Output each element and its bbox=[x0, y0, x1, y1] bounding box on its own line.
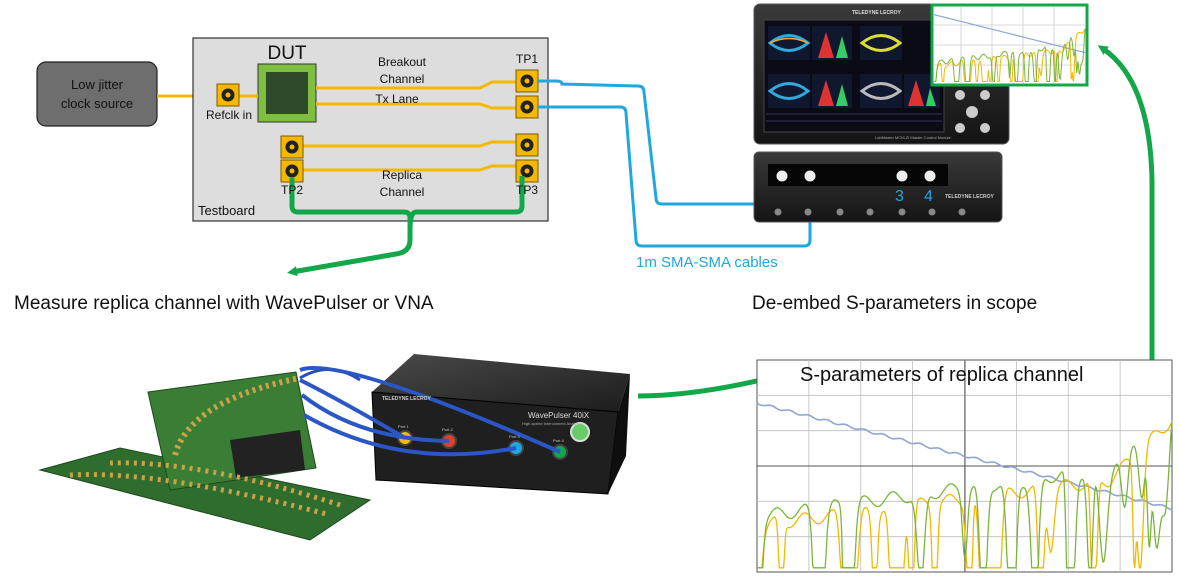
measure-arrow bbox=[287, 226, 413, 277]
tp2-label: TP2 bbox=[280, 183, 304, 197]
module-channel-1 bbox=[776, 170, 788, 182]
dut-label: DUT bbox=[267, 43, 307, 64]
wp-power-button bbox=[570, 422, 590, 442]
deembed-caption: De-embed S-parameters in scope bbox=[752, 293, 1038, 314]
cable-tp1 bbox=[538, 79, 784, 206]
refclk-connector bbox=[216, 83, 240, 107]
wavepulser-instrument bbox=[299, 354, 630, 495]
tp1-connector bbox=[515, 69, 539, 93]
wp-subtitle: High-speed Interconnect Analyzer bbox=[522, 421, 583, 426]
replica-right-top-connector bbox=[515, 133, 539, 157]
wp-port-4-label: Port 4 bbox=[553, 438, 564, 443]
testboard-label: Testboard bbox=[198, 203, 256, 218]
scope-ch4-label: 4 bbox=[924, 188, 933, 205]
module-channel-2 bbox=[804, 170, 816, 182]
replica-bracket bbox=[289, 176, 525, 231]
breakout-channel-label: Breakout Channel bbox=[378, 54, 426, 88]
module-channel-3 bbox=[896, 170, 908, 182]
clock-source-box bbox=[36, 61, 158, 127]
wp-brand: TELEDYNE LECROY bbox=[382, 396, 431, 402]
clock-label-line1: Low jitter bbox=[70, 77, 124, 92]
sparam-plot-title: S-parameters of replica channel bbox=[800, 364, 1084, 386]
breakout-line1: Breakout bbox=[377, 55, 427, 69]
clock-label-line2: clock source bbox=[60, 96, 134, 111]
replica-left-top-connector bbox=[280, 135, 304, 159]
replica-line1: Replica bbox=[381, 168, 423, 182]
wp-port-3-label: Port 3 bbox=[509, 434, 520, 439]
replica-line2: Channel bbox=[379, 185, 425, 199]
tp1-label: TP1 bbox=[515, 52, 539, 66]
tx-lane-label: Tx Lane bbox=[375, 92, 419, 106]
wp-model: WavePulser 40iX bbox=[528, 411, 590, 420]
scope-inset-plot bbox=[930, 3, 1089, 87]
txlane-connector bbox=[515, 95, 539, 119]
clock-source-label: Low jitter clock source bbox=[61, 75, 133, 113]
cables-label: 1m SMA-SMA cables bbox=[636, 254, 778, 271]
sparam-plot bbox=[756, 359, 1173, 573]
scope-brand: TELEDYNE LECROY bbox=[852, 10, 901, 16]
wp-port-1-label: Port 1 bbox=[398, 424, 409, 429]
dut-chip bbox=[257, 63, 317, 123]
sparam-return-trace-a bbox=[757, 421, 1173, 569]
measure-caption: Measure replica channel with WavePulser … bbox=[14, 293, 434, 314]
replica-channel-label: Replica Channel bbox=[380, 167, 425, 201]
deembed-arrow bbox=[1097, 45, 1155, 370]
sparam-thru-trace bbox=[756, 402, 1173, 511]
tp3-label: TP3 bbox=[515, 183, 539, 197]
tp3-connector bbox=[515, 159, 539, 183]
replica-testboard-photo bbox=[38, 368, 372, 541]
sparam-return-trace-b bbox=[757, 420, 1173, 569]
module-brand: TELEDYNE LECROY bbox=[945, 194, 994, 200]
wp-port-2-label: Port 2 bbox=[442, 427, 453, 432]
board-traces bbox=[236, 80, 516, 172]
module-channel-4 bbox=[924, 170, 936, 182]
scope-screen-eyes bbox=[766, 26, 942, 122]
testboard bbox=[192, 37, 549, 222]
cable-txlane bbox=[538, 105, 812, 248]
scope-module-caption: LabMaster MCM-Zi Master Control Module bbox=[875, 135, 951, 140]
breakout-line2: Channel bbox=[379, 72, 425, 86]
scope-ch3-label: 3 bbox=[895, 188, 904, 205]
refclk-label: Refclk in bbox=[205, 108, 253, 122]
